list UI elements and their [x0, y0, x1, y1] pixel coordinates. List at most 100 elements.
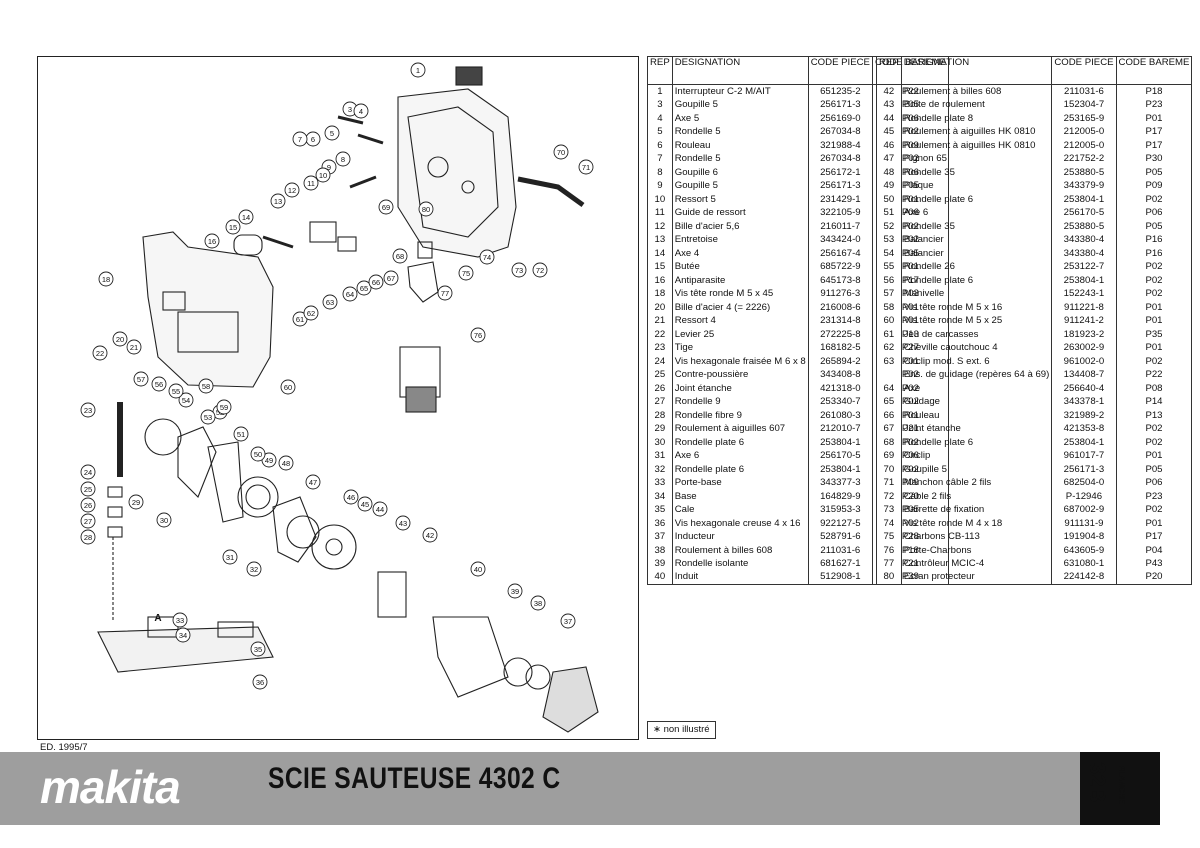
- part-rep: 55: [876, 260, 902, 274]
- part-callout-label: 8: [341, 155, 345, 164]
- part-rep: 11: [647, 206, 673, 220]
- part-callout: 7: [292, 131, 308, 147]
- part-callout-label: 44: [376, 505, 384, 514]
- plate-box: [1080, 752, 1160, 825]
- part-bareme: P16: [1115, 233, 1193, 247]
- part-callout: 72: [532, 262, 548, 278]
- part-callout: 75: [458, 265, 474, 281]
- part-designation: Rondelle 26: [900, 260, 1052, 274]
- part-code: 152243-1: [1051, 287, 1117, 301]
- part-rep: 6: [647, 138, 673, 152]
- part-callout-label: 63: [326, 298, 334, 307]
- part-code: 256167-4: [807, 246, 873, 260]
- part-designation: Manchon câble 2 fils: [900, 476, 1052, 490]
- part-bareme: P02: [1115, 260, 1193, 274]
- part-callout-label: 28: [84, 533, 92, 542]
- part-callout: 26: [80, 497, 96, 513]
- part-callout-label: 3: [348, 105, 352, 114]
- part-designation: Rondelle 5: [671, 152, 809, 166]
- part-callout: 59: [216, 399, 232, 415]
- part-code: 231429-1: [807, 192, 873, 206]
- part-rep: 21: [647, 314, 673, 328]
- part-callout-label: 1: [416, 66, 420, 75]
- part-callout-label: 80: [422, 205, 430, 214]
- part-callout-label: 25: [84, 485, 92, 494]
- part-callout: 48: [278, 455, 294, 471]
- part-rep: 71: [876, 476, 902, 490]
- table-row: Ens. de guidage (repères 64 à 69)134408-…: [876, 368, 1193, 382]
- part-designation: Porte-Charbons: [900, 543, 1052, 557]
- part-callout-label: 54: [182, 396, 190, 405]
- part-callout-label: 27: [84, 517, 92, 526]
- part-designation: Boîte de roulement: [900, 98, 1052, 112]
- part-callout-label: 46: [347, 493, 355, 502]
- part-callout-label: 70: [557, 148, 565, 157]
- part-rep: 37: [647, 530, 673, 544]
- part-bareme: P22: [1115, 368, 1193, 382]
- part-callout: 77: [437, 285, 453, 301]
- part-rep: 43: [876, 98, 902, 112]
- part-code: 253880-5: [1051, 219, 1117, 233]
- part-rep: 64: [876, 381, 902, 395]
- part-callout-label: 5: [330, 129, 334, 138]
- part-rep: 60: [876, 314, 902, 328]
- part-callout-label: 76: [474, 331, 482, 340]
- part-callout-label: 57: [137, 375, 145, 384]
- part-bareme: P01: [1115, 449, 1193, 463]
- part-code: 267034-8: [807, 125, 873, 139]
- part-bareme: P06: [1115, 206, 1193, 220]
- part-designation: Entretoise: [671, 233, 809, 247]
- part-callout: 8: [335, 151, 351, 167]
- part-designation: Roulement à billes 608: [671, 543, 809, 557]
- part-designation: Ens. de guidage (repères 64 à 69): [900, 368, 1052, 382]
- part-designation: Bille d'acier 5,6: [671, 219, 809, 233]
- part-designation: Interrupteur C-2 M/AIT: [671, 84, 809, 98]
- part-designation: Cale: [671, 503, 809, 517]
- part-code: 911221-8: [1051, 300, 1117, 314]
- part-callout-label: 67: [387, 274, 395, 283]
- part-callout: 55: [168, 383, 184, 399]
- part-code: 212010-7: [807, 422, 873, 436]
- part-designation: Roulement à aiguilles HK 0810: [900, 125, 1052, 139]
- part-rep: 49: [876, 179, 902, 193]
- part-bareme: P05: [1115, 462, 1193, 476]
- part-rep: 80: [876, 570, 902, 585]
- part-designation: Ressort 5: [671, 192, 809, 206]
- part-bareme: P01: [1115, 341, 1193, 355]
- part-designation: Barrette de fixation: [900, 503, 1052, 517]
- part-designation: Rondelle plate 6: [900, 192, 1052, 206]
- part-callout: 42: [422, 527, 438, 543]
- brand-logo: makita: [40, 761, 181, 813]
- part-code: 256171-3: [807, 98, 873, 112]
- table-header-row: REP DESIGNATION CODE PIECE CODE BAREME: [876, 56, 1193, 85]
- part-code: 321988-4: [807, 138, 873, 152]
- part-bareme: P02: [1115, 435, 1193, 449]
- not-illustrated-note: ∗ non illustré: [647, 721, 716, 739]
- part-code: 211031-6: [1051, 84, 1117, 98]
- part-callout-label: 47: [309, 478, 317, 487]
- part-rep: 35: [647, 503, 673, 517]
- page-title: SCIE SAUTEUSE 4302 C: [268, 762, 561, 795]
- part-rep: 50: [876, 192, 902, 206]
- footer-band: [0, 752, 1160, 825]
- part-rep: 12: [647, 219, 673, 233]
- part-code: 267034-8: [807, 152, 873, 166]
- part-code: 253880-5: [1051, 165, 1117, 179]
- part-designation: Rondelle plate 6: [671, 462, 809, 476]
- part-code: 421353-8: [1051, 422, 1117, 436]
- part-bareme: P08: [1115, 381, 1193, 395]
- part-designation: Porte-base: [671, 476, 809, 490]
- part-code: 253804-1: [1051, 435, 1117, 449]
- part-rep: 70: [876, 462, 902, 476]
- part-rep: 44: [876, 111, 902, 125]
- part-designation: Rondelle plate 8: [900, 111, 1052, 125]
- part-code: 685722-9: [807, 260, 873, 274]
- part-bareme: P02: [1115, 503, 1193, 517]
- part-rep: 65: [876, 395, 902, 409]
